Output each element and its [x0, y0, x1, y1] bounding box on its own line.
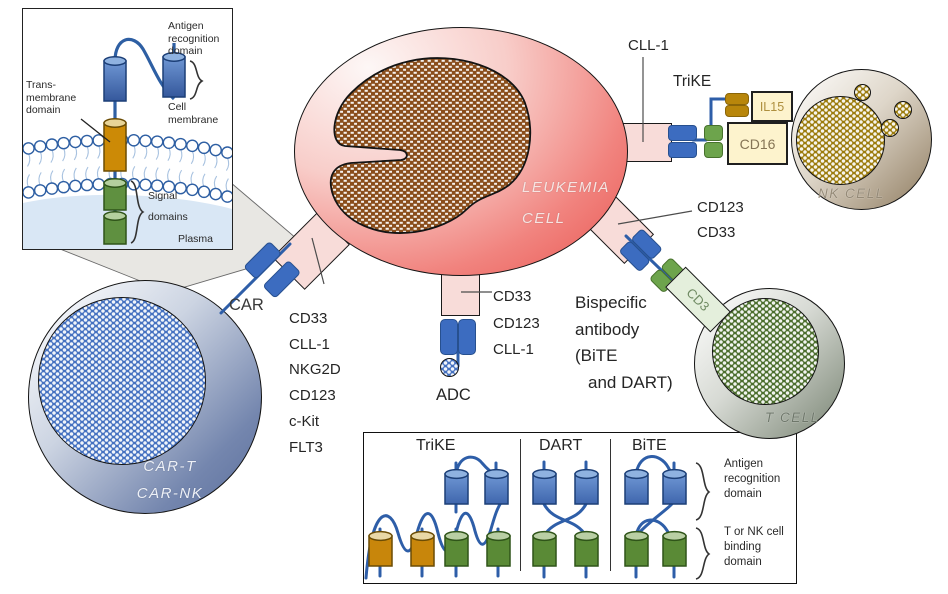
t-cell-label: T CELL	[765, 410, 820, 425]
format-legend-box: TriKE DART BiTE	[363, 432, 797, 584]
nk-cell-granule	[881, 119, 899, 137]
t-cell-nucleus	[712, 298, 819, 405]
adc-antibody	[440, 319, 458, 355]
adc-label: ADC	[436, 386, 471, 404]
legend-col-bite: BiTE	[632, 437, 667, 454]
nk-cell-granule	[854, 84, 871, 101]
trike-nk-binding-domain	[704, 142, 723, 158]
legend-col-trike: TriKE	[416, 437, 456, 454]
leukemia-nucleus	[329, 57, 532, 234]
inset-plasma-label: Plasma	[178, 233, 214, 245]
trike-label: TriKE	[673, 73, 712, 90]
adc-antibody	[458, 319, 476, 355]
bispecific-target-cd123: CD123	[697, 199, 744, 216]
trike-nk-binding-domain	[704, 125, 723, 141]
car-label: CAR	[229, 296, 264, 314]
trike-il15-domain	[725, 93, 749, 105]
cll1-target-label: CLL-1	[628, 37, 669, 54]
cd16-receptor-box: CD16	[727, 122, 788, 165]
nk-cell-label: NK CELL	[818, 186, 885, 201]
car-cell-nucleus	[38, 297, 206, 465]
bispecific-description: Bispecific antibody (BiTE and DART)	[575, 293, 673, 392]
trike-antigen-domain	[668, 125, 697, 141]
legend-structures	[364, 455, 711, 580]
legend-col-dart: DART	[539, 437, 583, 454]
legend-divider	[610, 439, 612, 571]
car-structure-drawing	[23, 37, 232, 249]
bispecific-target-cd33: CD33	[697, 224, 736, 241]
nk-cell-granule	[894, 101, 912, 119]
trike-il15-domain	[725, 105, 749, 117]
trike-antigen-domain	[668, 142, 697, 158]
adc-drug-payload	[440, 358, 459, 377]
il15-receptor-box: IL15	[751, 91, 793, 122]
legend-divider	[520, 439, 522, 571]
nk-cell-nucleus	[796, 96, 885, 185]
